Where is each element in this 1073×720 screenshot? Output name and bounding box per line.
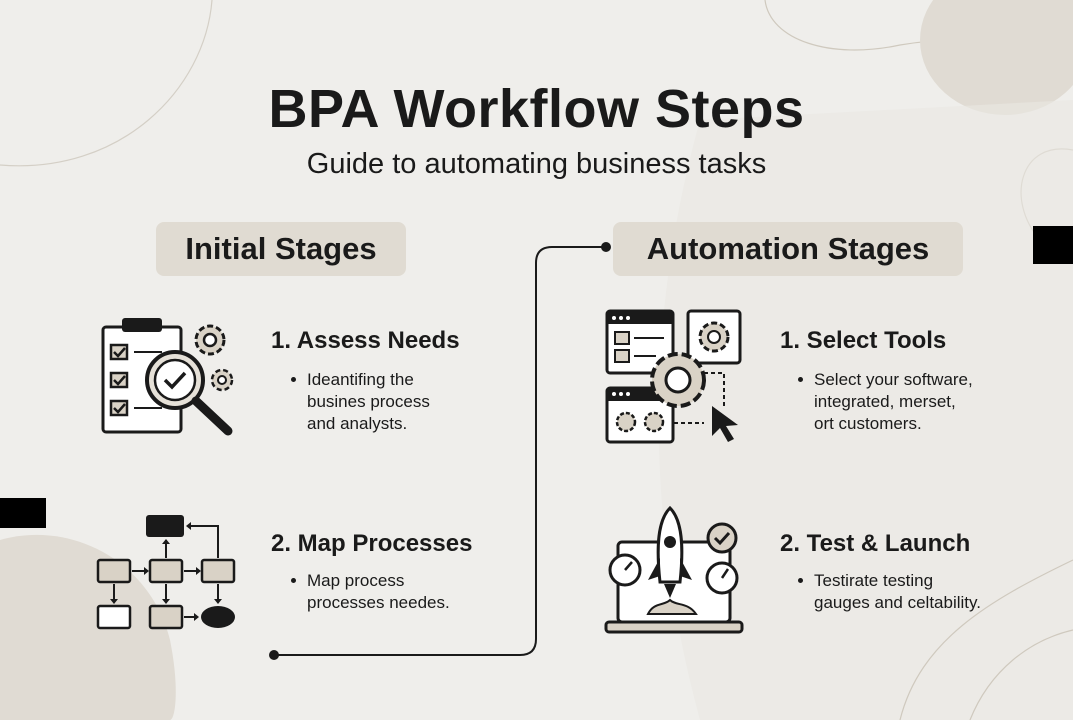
step-select-tools-title: 1. Select Tools	[780, 327, 947, 354]
step-test-launch-title: 2. Test & Launch	[780, 530, 971, 557]
bullet-line: gauges and celtability.	[814, 593, 981, 612]
page-title: BPA Workflow Steps	[268, 79, 805, 139]
step-map-processes-title: 2. Map Processes	[271, 530, 473, 557]
bullet-line: Ideantifing the	[307, 370, 414, 389]
bullet-line: Map process	[307, 571, 405, 590]
laptop-rocket-gauges-icon	[604, 506, 744, 634]
step-map-processes-bullet: Map process processes needes.	[289, 570, 450, 614]
bullet-line: busines process	[307, 392, 430, 411]
step-assess-needs-bullet: Ideantifing the busines process and analys…	[289, 369, 430, 435]
initial-stages-label: Initial Stages	[156, 222, 406, 276]
step-select-tools-bullet: Select your software, integrated, merset,…	[796, 369, 973, 435]
step-assess-needs-title: 1. Assess Needs	[271, 327, 460, 354]
bullet-line: and analysts.	[307, 414, 408, 433]
page-subtitle: Guide to automating business tasks	[306, 148, 767, 180]
software-gears-cursor-icon	[605, 309, 742, 444]
bullet-line: processes needes.	[307, 593, 450, 612]
flowchart-icon	[96, 515, 236, 630]
checklist-magnifier-icon	[101, 318, 234, 436]
decorative-block-right	[1033, 226, 1073, 264]
bullet-line: ort customers.	[814, 414, 922, 433]
step-test-launch-bullet: Testirate testing gauges and celtability.	[796, 570, 981, 614]
automation-stages-label: Automation Stages	[613, 222, 963, 276]
decorative-block-left	[0, 498, 46, 528]
bullet-line: integrated, merset,	[814, 392, 956, 411]
bullet-line: Select your software,	[814, 370, 973, 389]
bullet-line: Testirate testing	[814, 571, 934, 590]
